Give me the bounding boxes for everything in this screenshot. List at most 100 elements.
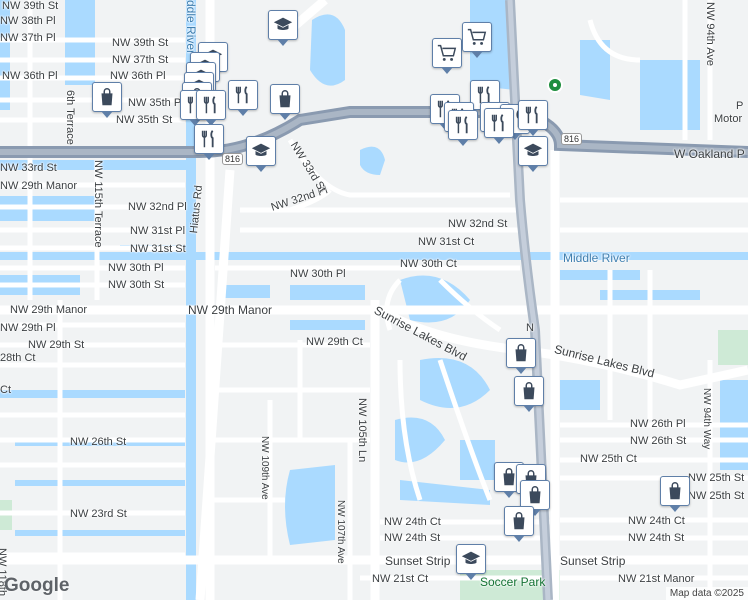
restaurant-icon <box>488 112 510 134</box>
shopping-bag-icon <box>274 88 296 110</box>
map-marker[interactable] <box>456 544 486 580</box>
street-label: NW 39th St <box>2 0 59 12</box>
street-label: NW 21st Manor <box>618 573 695 585</box>
street-label: NW 31st St <box>130 243 186 255</box>
map-marker[interactable] <box>514 376 544 412</box>
shopping-cart-icon <box>436 42 458 64</box>
restaurant-icon <box>232 84 254 106</box>
street-label: NW 26th St <box>630 435 687 447</box>
street-label: 28th Ct <box>0 352 36 364</box>
park-label: Soccer Park <box>480 575 546 589</box>
shopping-bag-icon <box>524 484 546 506</box>
water-label: Middle River <box>563 251 630 265</box>
map-marker[interactable] <box>504 506 534 542</box>
street-label: NW 94th Ave <box>704 2 716 66</box>
restaurant-icon <box>200 94 222 116</box>
street-label: NW 24th St <box>628 532 685 544</box>
street-label: W Oakland P <box>674 147 745 161</box>
street-label: NW 36th Pl <box>110 70 166 82</box>
street-label: NW 24th St <box>384 532 441 544</box>
street-label: NW 25th Ct <box>580 453 637 465</box>
restaurant-icon <box>198 128 220 150</box>
street-label: NW 115th Terrace <box>92 160 104 248</box>
shopping-bag-icon <box>510 342 532 364</box>
map-marker[interactable] <box>194 124 224 160</box>
shopping-bag-icon <box>518 380 540 402</box>
shopping-bag-icon <box>96 86 118 108</box>
shopping-bag-icon <box>498 466 520 488</box>
street-label: NW 25th St <box>688 472 745 484</box>
street-label: NW 30th St <box>108 279 165 291</box>
street-label: NW 31st Ct <box>418 236 475 248</box>
street-label: NW 105th Ln <box>356 398 368 463</box>
map-marker[interactable] <box>484 108 514 144</box>
street-label: NW 23rd St <box>70 508 127 520</box>
street-label: NW 29th St <box>28 339 85 351</box>
street-label: NW 30th Ct <box>400 258 457 270</box>
map-marker[interactable] <box>196 90 226 126</box>
street-label: NW 29th Pl <box>0 322 56 334</box>
map-marker[interactable] <box>448 110 478 146</box>
street-label: Sunset Strip <box>385 554 451 568</box>
street-label: N <box>526 322 534 334</box>
shopping-cart-icon <box>466 26 488 48</box>
street-label: P <box>736 100 744 112</box>
street-label: NW 94th Way <box>701 388 712 450</box>
street-label: NW 24th Ct <box>628 515 685 527</box>
map-marker[interactable] <box>462 22 492 58</box>
street-label: NW 36th Pl <box>2 70 58 82</box>
google-logo: Google <box>4 575 70 596</box>
street-label: Motor <box>714 113 743 125</box>
map-marker[interactable] <box>506 338 536 374</box>
street-label: NW 25th St <box>688 490 745 502</box>
map-marker[interactable] <box>246 136 276 172</box>
map-marker[interactable] <box>518 100 548 136</box>
street-label: NW 38th Pl <box>0 15 56 27</box>
attribution: Map data ©2025 <box>665 587 748 600</box>
map-marker[interactable] <box>660 476 690 512</box>
street-label: NW 29th Manor <box>188 303 273 317</box>
restaurant-icon <box>452 114 474 136</box>
street-label: NW 30th Pl <box>108 262 164 274</box>
map-marker[interactable] <box>432 38 462 74</box>
street-label: NW 35th Pl <box>128 97 184 109</box>
map-marker[interactable] <box>228 80 258 116</box>
street-label: 6th Terrace <box>64 90 76 145</box>
route-shield: 816 <box>222 153 244 165</box>
map-marker[interactable] <box>520 480 550 516</box>
street-label: NW 30th Pl <box>290 268 346 280</box>
street-label: NW 109th Ave <box>259 436 270 500</box>
graduation-cap-icon <box>460 548 482 570</box>
street-label: NW 29th Ct <box>306 336 363 348</box>
street-label: NW 26th St <box>70 436 127 448</box>
map-marker[interactable] <box>270 84 300 120</box>
map-marker[interactable] <box>518 136 548 172</box>
street-label: Ct <box>0 384 11 396</box>
street-label: NW 26th Pl <box>630 418 686 430</box>
street-label: NW 31st Pl <box>130 225 186 237</box>
street-label: NW 21st Ct <box>372 573 429 585</box>
route-shield: 816 <box>561 133 583 145</box>
street-label: NW 32nd St <box>448 218 508 230</box>
water-label: ddle River <box>184 0 198 55</box>
street-label: NW 37th St <box>112 54 169 66</box>
street-label: NW 37th Pl <box>0 32 56 44</box>
shopping-bag-icon <box>664 480 686 502</box>
street-label: NW 29th Manor <box>0 180 78 192</box>
map-marker[interactable] <box>92 82 122 118</box>
poi-marker[interactable] <box>547 77 563 93</box>
graduation-cap-icon <box>250 140 272 162</box>
street-label: Sunset Strip <box>560 554 626 568</box>
shopping-bag-icon <box>508 510 530 532</box>
graduation-cap-icon <box>272 14 294 36</box>
street-label: NW 107th Ave <box>335 500 346 564</box>
street-label: NW 39th St <box>112 37 169 49</box>
street-label: NW 29th Manor <box>10 304 88 316</box>
street-label: NW 35th St <box>116 114 173 126</box>
street-label: NW 24th Ct <box>384 516 441 528</box>
map-marker[interactable] <box>268 10 298 46</box>
street-label: NW 33rd St <box>0 162 57 174</box>
restaurant-icon <box>522 104 544 126</box>
restaurant-icon <box>474 84 496 106</box>
